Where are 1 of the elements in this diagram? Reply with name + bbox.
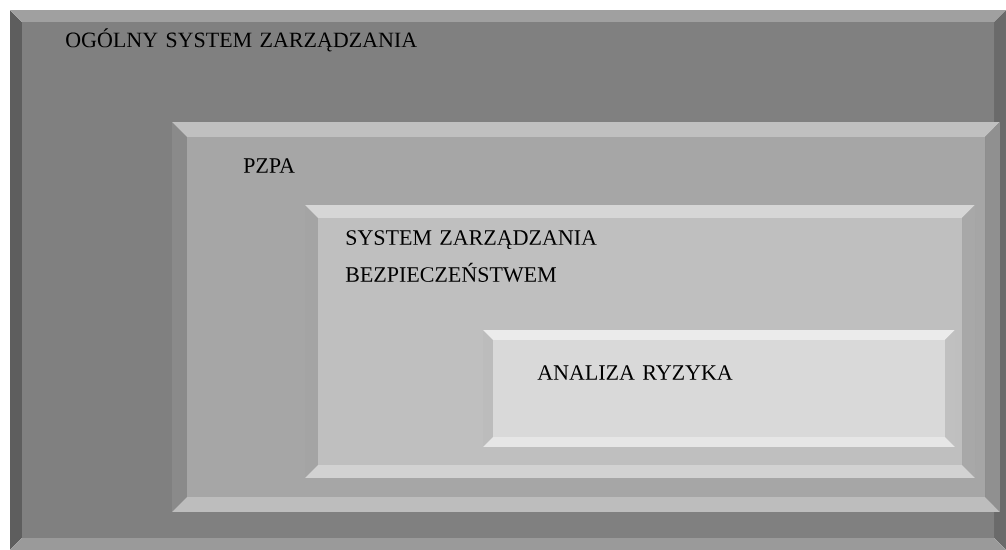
nested-box: ANALIZA RYZYKA — [483, 330, 955, 447]
